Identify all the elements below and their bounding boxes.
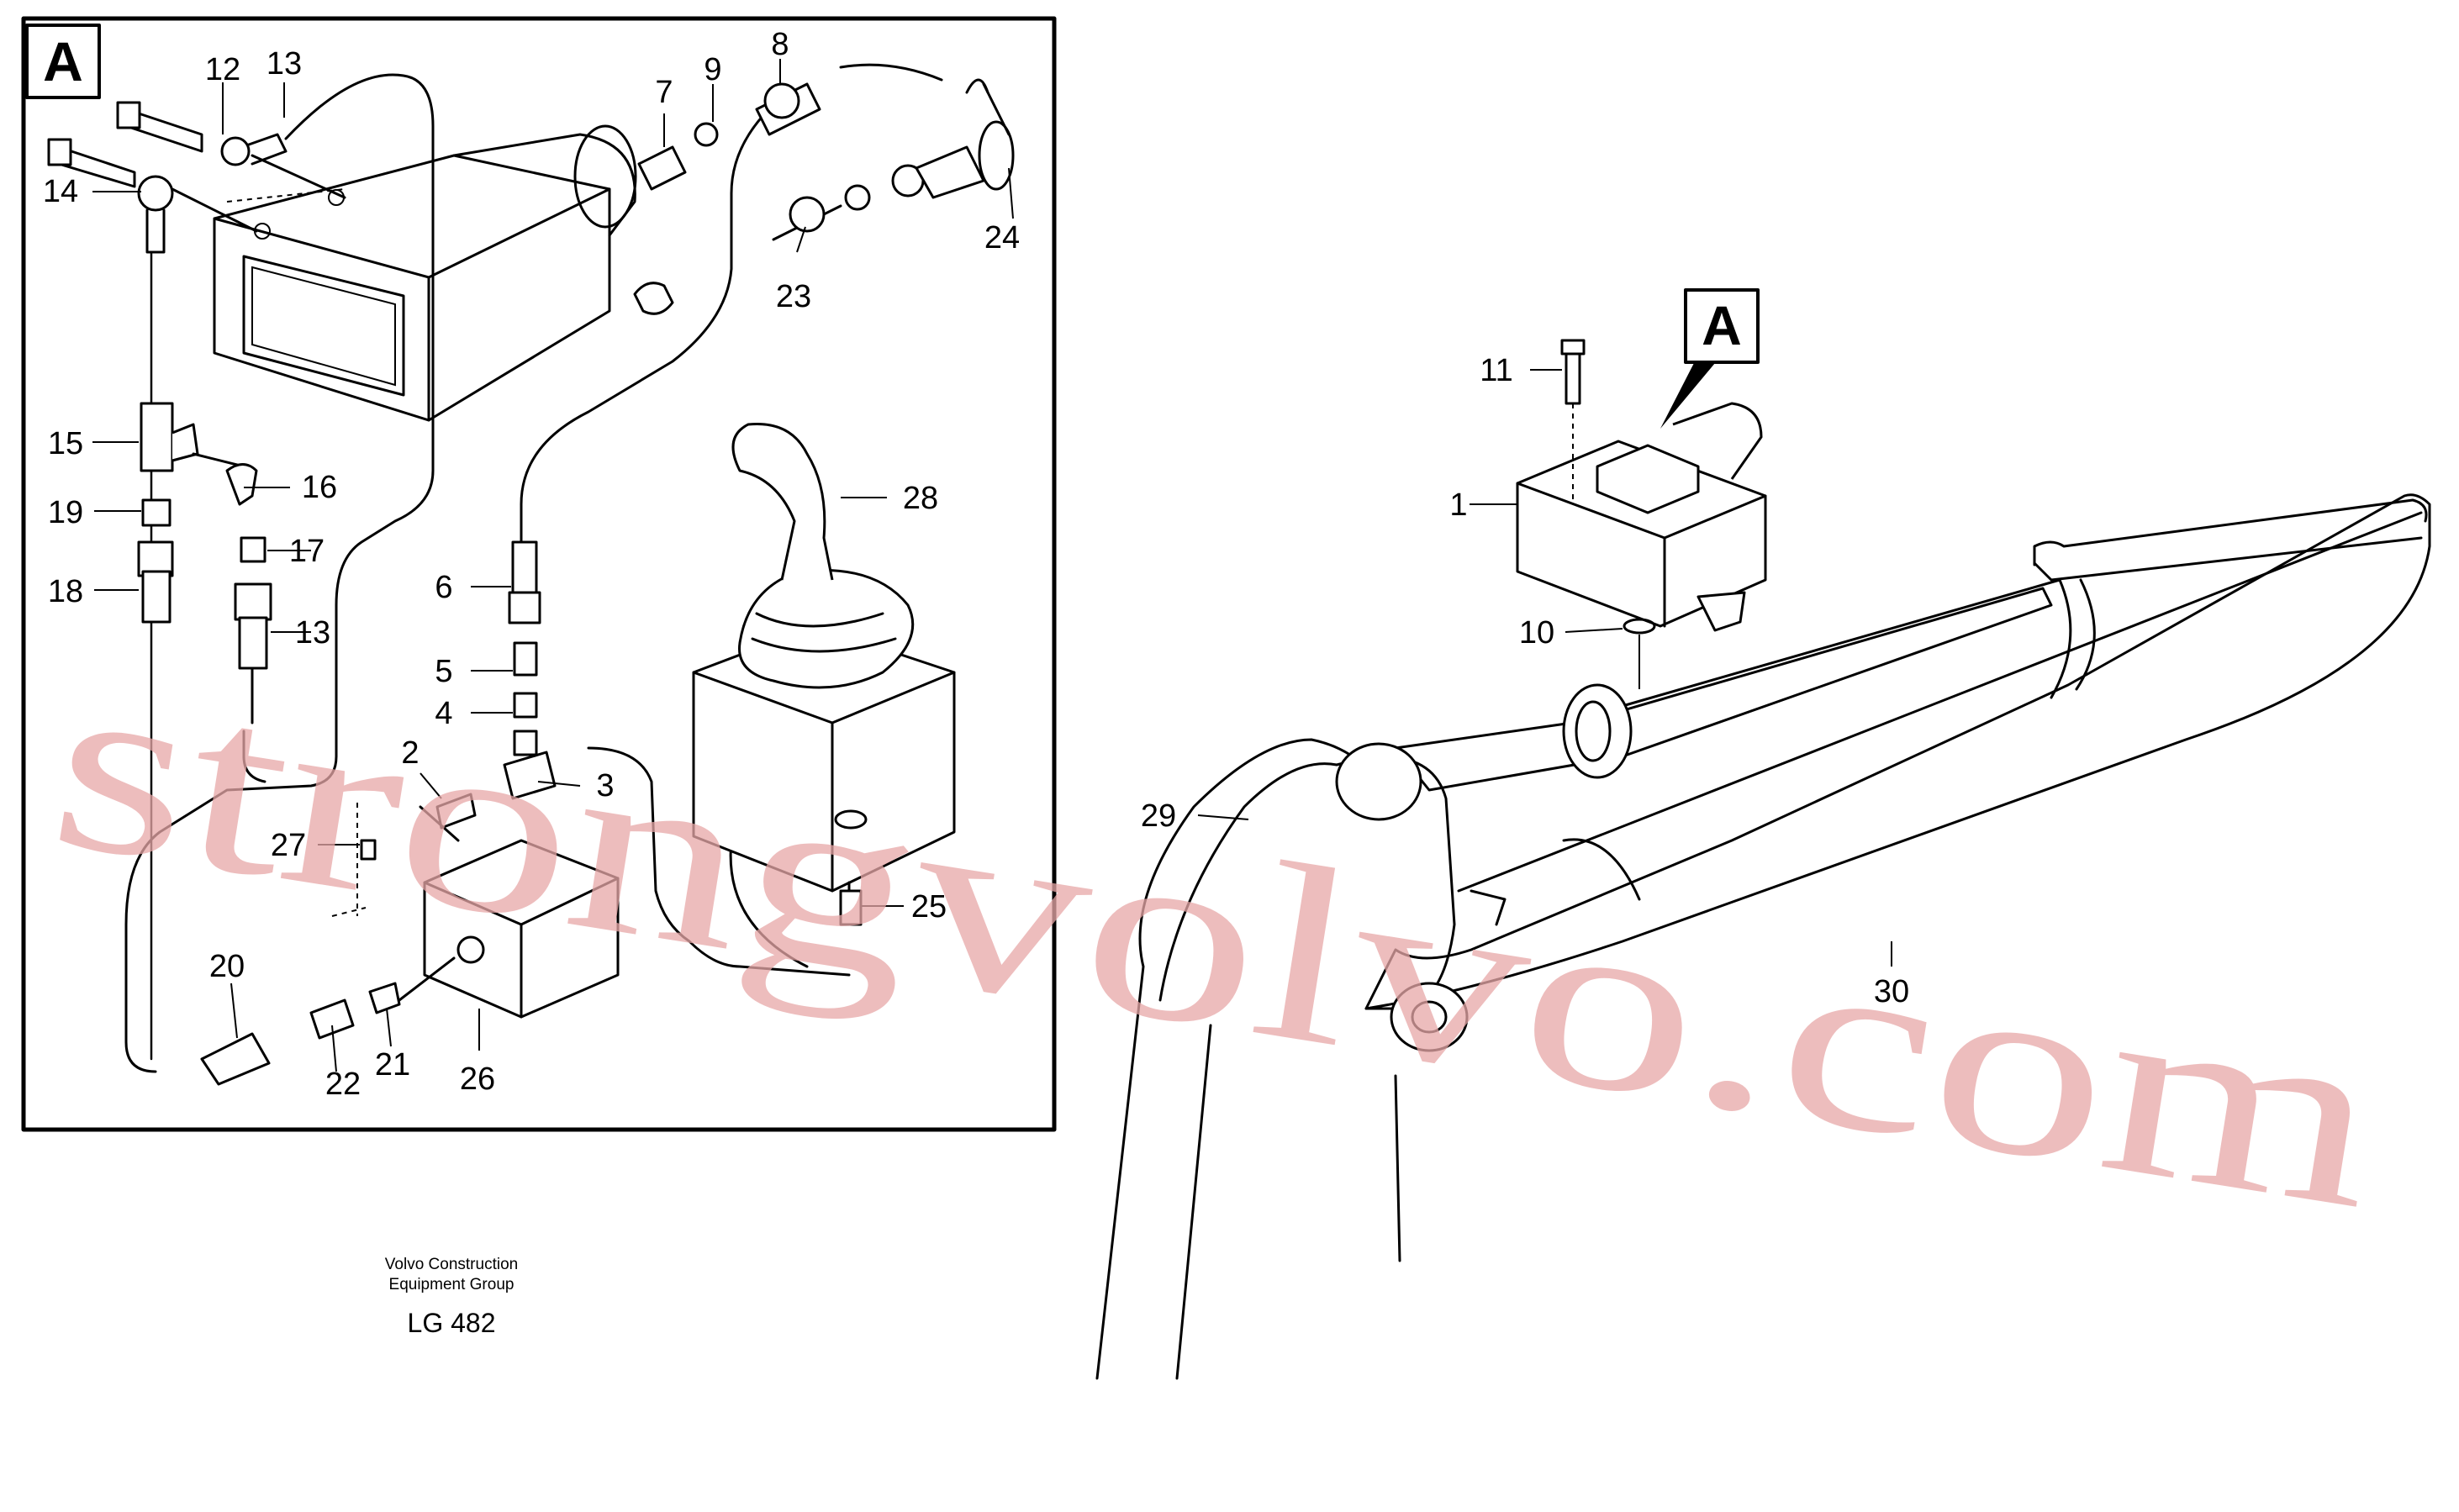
callout-8: 8 bbox=[771, 27, 789, 62]
footer-line2: Equipment Group bbox=[389, 1276, 514, 1293]
solenoid-valve-block bbox=[213, 124, 637, 422]
middle-fittings bbox=[331, 540, 557, 917]
callout-5: 5 bbox=[435, 654, 452, 689]
callout-19: 19 bbox=[48, 495, 83, 530]
callout-3: 3 bbox=[596, 768, 614, 803]
main-leaders bbox=[1197, 369, 1892, 967]
inset-letter: A bbox=[43, 30, 83, 92]
callout-4: 4 bbox=[435, 696, 452, 731]
callout-18: 18 bbox=[48, 574, 83, 609]
callout-10: 10 bbox=[1519, 615, 1554, 651]
callout-16: 16 bbox=[302, 470, 337, 505]
callout-22: 22 bbox=[325, 1067, 361, 1102]
callout-7: 7 bbox=[655, 75, 673, 110]
watermark: strongvolvo.com bbox=[36, 619, 2397, 1262]
callout-2: 2 bbox=[401, 735, 419, 771]
callout-13-top: 13 bbox=[266, 46, 302, 82]
footer-line1: Volvo Construction bbox=[385, 1256, 518, 1273]
callout-15: 15 bbox=[48, 426, 83, 461]
main-letter-box bbox=[1684, 288, 1760, 364]
main-letter-pointer bbox=[1660, 363, 1715, 429]
valve-unit bbox=[1516, 339, 1767, 689]
hoses bbox=[124, 63, 943, 1073]
footer-code: LG 482 bbox=[408, 1308, 496, 1338]
main-callouts: 11 1 10 29 30 bbox=[1141, 353, 1909, 1009]
inset-letter-box bbox=[25, 24, 101, 99]
callout-26: 26 bbox=[460, 1062, 495, 1097]
callout-21: 21 bbox=[375, 1047, 410, 1083]
joystick bbox=[692, 422, 956, 926]
bottom-fittings bbox=[200, 956, 456, 1086]
top-fittings bbox=[633, 78, 1015, 315]
callout-20: 20 bbox=[209, 949, 245, 984]
footer: Volvo Construction Equipment Group LG 48… bbox=[385, 1256, 518, 1338]
callout-24: 24 bbox=[984, 220, 1020, 256]
callout-30: 30 bbox=[1874, 974, 1909, 1009]
callout-29: 29 bbox=[1141, 798, 1176, 834]
callout-23: 23 bbox=[776, 279, 811, 314]
inset-detail-a: A bbox=[21, 16, 1057, 1132]
callout-14: 14 bbox=[43, 174, 78, 209]
callout-25: 25 bbox=[911, 889, 947, 925]
left-fittings bbox=[137, 402, 272, 724]
main-letter: A bbox=[1702, 294, 1742, 356]
callout-12: 12 bbox=[205, 52, 240, 87]
callout-28: 28 bbox=[903, 481, 938, 516]
inset-leaders bbox=[92, 59, 1014, 1072]
callout-1: 1 bbox=[1449, 487, 1467, 523]
boom-arm bbox=[1364, 493, 2431, 1010]
distribution-block bbox=[423, 839, 620, 1019]
main-view: A bbox=[1095, 288, 2431, 1380]
callout-11: 11 bbox=[1480, 353, 1512, 388]
inset-callouts: 12 13 7 9 8 14 24 23 15 16 19 17 18 13 2… bbox=[43, 27, 1020, 1102]
callout-17: 17 bbox=[289, 534, 325, 569]
callout-6: 6 bbox=[435, 570, 452, 605]
callout-9: 9 bbox=[704, 52, 721, 87]
callout-27: 27 bbox=[271, 828, 306, 863]
callout-13-lower: 13 bbox=[295, 615, 330, 651]
banjo-bolts bbox=[47, 101, 346, 254]
